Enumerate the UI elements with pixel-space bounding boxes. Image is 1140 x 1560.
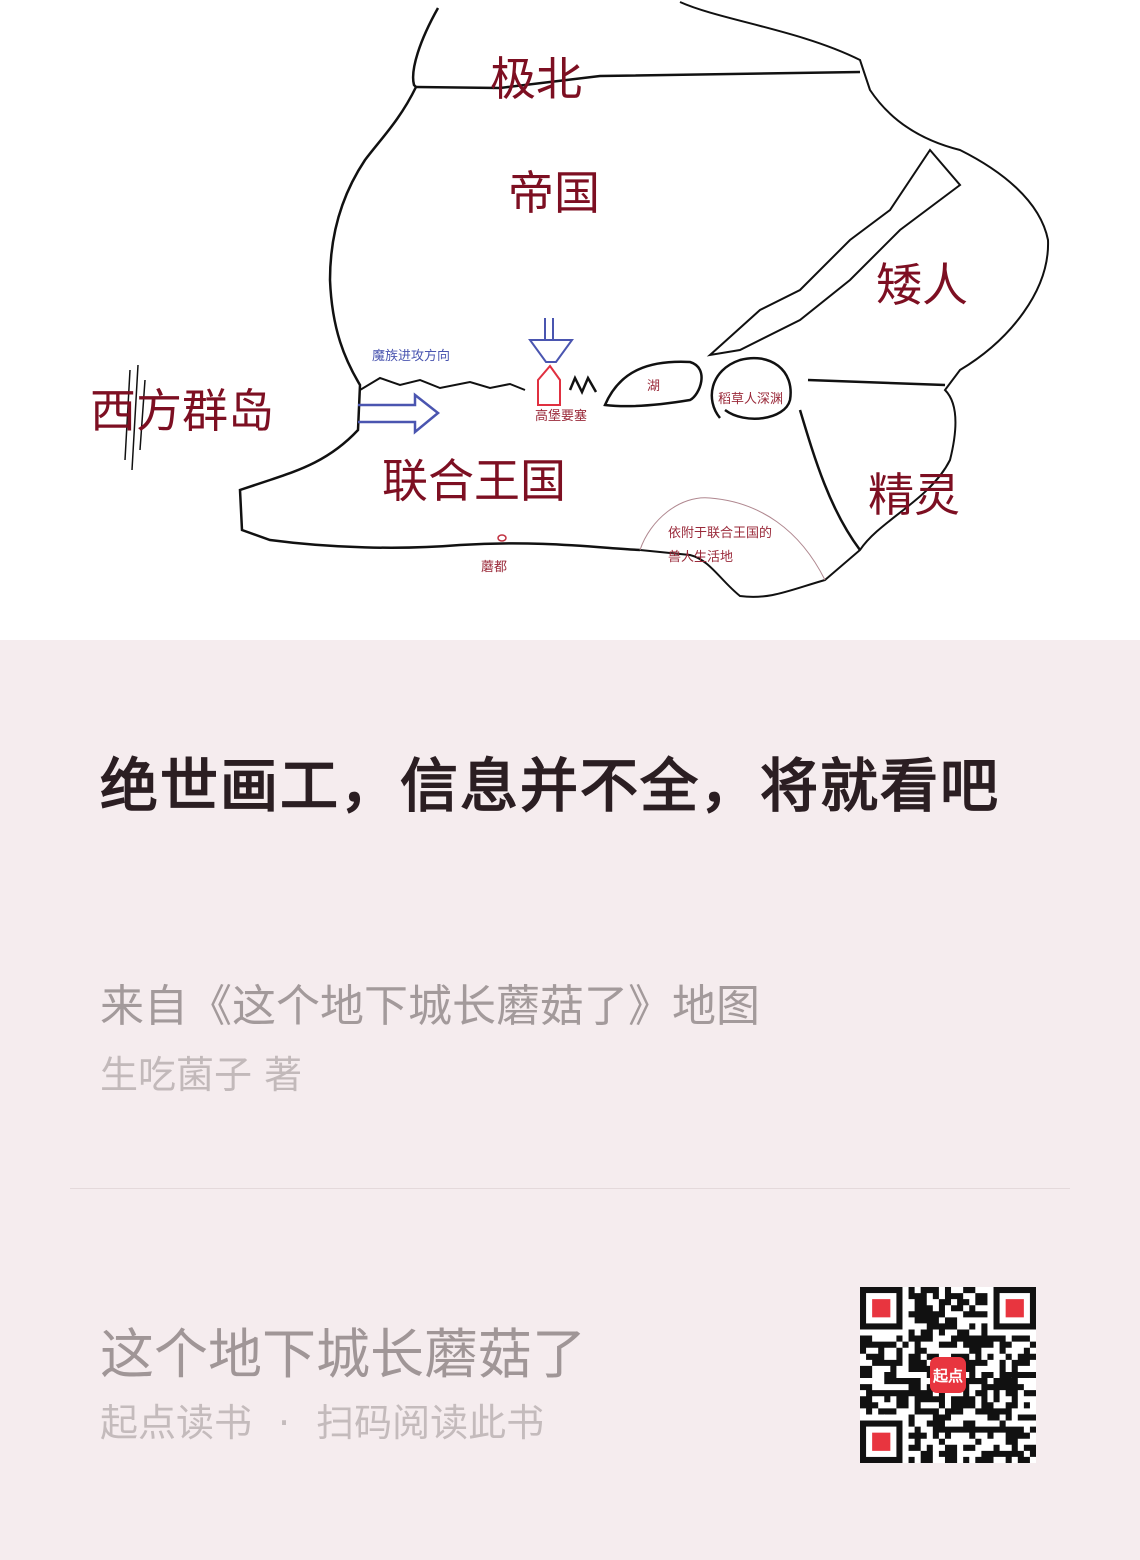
label-scarecrow-abyss: 稻草人深渊 xyxy=(718,392,784,407)
label-elves: 精灵 xyxy=(868,468,960,522)
qidian-logo-icon: 起点 xyxy=(930,1357,966,1393)
map-drawing xyxy=(124,1,1050,598)
post-title: 绝世画工，信息并不全，将就看吧 xyxy=(100,752,1001,820)
label-demon-attack: 魔族进攻方向 xyxy=(372,349,451,364)
label-dwarves: 矮人 xyxy=(876,258,968,312)
label-empire: 帝国 xyxy=(508,166,600,220)
separator: · xyxy=(278,1401,291,1445)
label-lake: 湖 xyxy=(647,379,661,394)
app-line: 起点读书 · 扫码阅读此书 xyxy=(100,1392,544,1447)
post-source: 来自《这个地下城长蘑菇了》地图 xyxy=(100,981,760,1032)
label-fortress: 高堡要塞 xyxy=(535,409,588,424)
label-orc-land-1: 依附于联合王国的 xyxy=(668,526,773,541)
post-author: 生吃菌子 著 xyxy=(100,1053,303,1097)
qr-code[interactable]: 起点 xyxy=(859,1286,1037,1464)
label-orc-land-2: 兽人生活地 xyxy=(668,550,734,565)
label-west-islands: 西方群岛 xyxy=(90,384,274,438)
map-image: 极北 帝国 矮人 西方群岛 魔族进攻方向 高堡要塞 湖 稻草人深渊 联合王国 精… xyxy=(0,0,1140,640)
label-united-kingdom: 联合王国 xyxy=(382,454,566,508)
scan-hint: 扫码阅读此书 xyxy=(316,1401,545,1445)
divider xyxy=(70,1188,1070,1189)
label-north: 极北 xyxy=(490,52,582,106)
book-title: 这个地下城长蘑菇了 xyxy=(100,1323,586,1386)
app-name: 起点读书 xyxy=(100,1401,253,1445)
label-mushroom-capital: 蘑都 xyxy=(481,560,508,575)
